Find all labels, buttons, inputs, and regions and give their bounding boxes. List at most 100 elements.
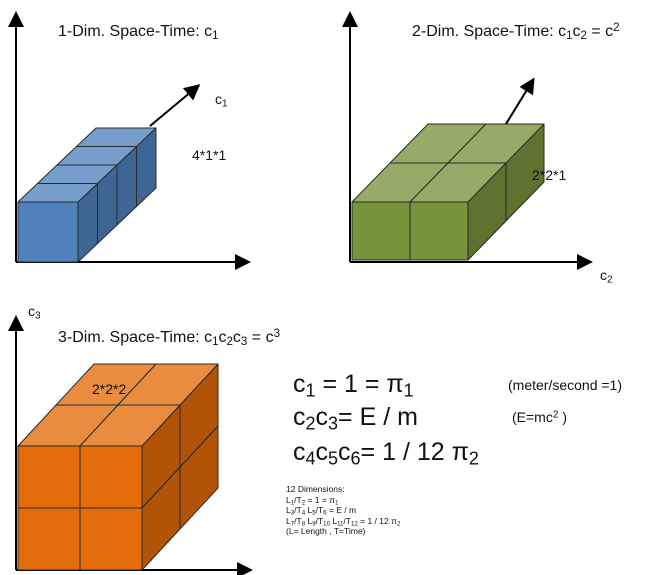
panel3-title-c3: c — [232, 329, 241, 346]
panel3-cube-front-face — [17, 507, 81, 571]
dl1-a-sub: 1 — [290, 499, 295, 507]
panel2-title: 2-Dim. Space-Time: c1c2 = c2 — [412, 21, 620, 42]
eq3-sub2: 5 — [328, 448, 339, 469]
panel3-title: 3-Dim. Space-Time: c1c2c3 = c3 — [58, 327, 280, 348]
panel3-title-sub2: 2 — [226, 335, 233, 348]
dimensions-legend: (L= Length , T=Time) — [286, 526, 366, 536]
panel2-axis-sub: 2 — [607, 274, 613, 286]
panel2-title-sup: 2 — [613, 21, 620, 34]
eq2-sub2: 3 — [328, 413, 339, 434]
eq2-sub1: 2 — [305, 413, 316, 434]
panel3-cube-front-face — [79, 507, 143, 571]
dimensions-line-3: L7/T8 L9/T10 L11/T12 = 1 / 12 π2 — [286, 516, 400, 527]
equation-2-note: (E=mc2 ) — [512, 410, 567, 424]
equation-1: c1 = 1 = π1 — [293, 370, 414, 400]
dimensions-line-1: L1/T2 = 1 = π1 — [286, 495, 400, 506]
dl2-b: /T — [294, 505, 302, 515]
dl2-c: L — [305, 505, 313, 515]
panel1-axis-label: c1 — [215, 91, 228, 109]
panel2-axis-letter: c — [600, 267, 607, 283]
panel1-cube-front-face — [17, 201, 79, 263]
eq3-c3: c — [338, 438, 351, 466]
eq1-pi-sub: 1 — [403, 380, 414, 401]
eq2-note-sup: 2 — [552, 409, 559, 421]
panel1-title: 1-Dim. Space-Time: c1 — [58, 23, 219, 42]
dl1-b-sub: 2 — [301, 499, 306, 507]
eq1-c: c — [293, 370, 306, 398]
equation-2: c2c3= E / m — [293, 403, 418, 433]
dl3-f-sub: 12 — [350, 520, 358, 528]
dl3-a-sub: 7 — [290, 520, 295, 528]
panel3-title-sup: 3 — [273, 327, 280, 340]
panel2-cubes — [351, 123, 545, 261]
panel3-title-sub1: 1 — [212, 335, 219, 348]
panel2-dims-label: 2*2*1 — [532, 167, 567, 183]
dl3-e: L — [329, 515, 338, 526]
panel3-axis-sub: 3 — [35, 310, 41, 322]
dl1-r-sub: 1 — [335, 499, 339, 507]
panel3-title-c2: c — [218, 329, 227, 346]
dl1-b: /T — [294, 494, 302, 505]
dl3-c: L — [305, 515, 313, 526]
dl3-b: /T — [294, 515, 302, 526]
dimensions-block: 12 Dimensions: L1/T2 = 1 = π1 L3/T4 L5/T… — [286, 484, 400, 537]
dl2-a-sub: 3 — [290, 509, 295, 517]
panel3-axis-label: c3 — [28, 303, 41, 321]
dl3-r-sub: 2 — [396, 520, 401, 528]
dl3-b-sub: 8 — [301, 520, 306, 528]
eq2-rest: = E / m — [338, 403, 418, 431]
dl3-a: L — [286, 515, 291, 526]
panel1-cubes — [17, 127, 157, 263]
dl3-c-sub: 9 — [312, 520, 316, 528]
panel1-axis-letter: c — [215, 91, 222, 107]
eq3-pi-sub: 2 — [468, 448, 479, 469]
panel2-cube-front-face — [409, 201, 469, 261]
equation-3: c4c5c6= 1 / 12 π2 — [293, 438, 479, 468]
panel1-axis-sub: 1 — [222, 98, 228, 110]
panel2-title-tail: = c — [586, 23, 614, 40]
dl2-b-sub: 4 — [301, 509, 306, 517]
dl3-d-sub: 10 — [323, 520, 330, 528]
eq3-sub3: 6 — [350, 448, 361, 469]
equation-1-note: (meter/second =1) — [508, 377, 622, 393]
eq1-rest: = 1 = π — [322, 370, 404, 398]
eq3-c1: c — [293, 438, 306, 466]
panel2-title-mid: c — [572, 23, 581, 40]
panel2-cube-front-face — [351, 201, 411, 261]
dl3-rest: = 1 / 12 π — [357, 515, 397, 526]
dl3-e-sub: 11 — [337, 520, 344, 528]
panel1-title-sub: 1 — [212, 29, 219, 42]
panel3-axis-letter: c — [28, 303, 35, 319]
panel1-dims-label: 4*1*1 — [192, 147, 227, 163]
dl2-rest: = E / m — [326, 505, 357, 515]
eq2-note-pre: (E=mc — [512, 409, 553, 425]
eq3-c2: c — [315, 438, 329, 466]
panel1-title-text: 1-Dim. Space-Time: c — [58, 23, 213, 40]
panel1-depth-axis — [149, 84, 201, 127]
dl3-f: /T — [343, 515, 351, 526]
panel2-title-text: 2-Dim. Space-Time: c — [412, 23, 567, 40]
panel2-axis-label: c2 — [600, 267, 613, 285]
dl2-a: L — [286, 505, 291, 515]
dl2-c-sub: 5 — [312, 509, 316, 517]
panel2-title-sub2: 2 — [580, 29, 587, 42]
eq1-sub: 1 — [305, 380, 316, 401]
dimensions-heading: 12 Dimensions: — [286, 484, 345, 494]
eq2-c2: c — [315, 403, 329, 431]
dl3-d: /T — [315, 515, 324, 526]
panel3-cubes — [17, 363, 219, 571]
eq2-c1: c — [293, 403, 306, 431]
panel3-cube-front-face — [17, 445, 81, 509]
panel2-title-sub1: 1 — [566, 29, 573, 42]
panel3-dims-label: 2*2*2 — [92, 381, 127, 397]
eq3-sub1: 4 — [305, 448, 316, 469]
panel3-title-tail: = c — [247, 329, 274, 346]
panel3-title-sub3: 3 — [240, 335, 248, 348]
dl2-d: /T — [315, 505, 324, 515]
dl1-rest: = 1 = π — [305, 494, 336, 505]
eq2-note-post: ) — [558, 409, 568, 425]
eq3-rest: = 1 / 12 π — [360, 438, 469, 466]
panel3-cube-front-face — [79, 445, 143, 509]
dl1-a: L — [286, 494, 291, 505]
dimensions-line-2: L3/T4 L5/T6 = E / m — [286, 505, 400, 516]
